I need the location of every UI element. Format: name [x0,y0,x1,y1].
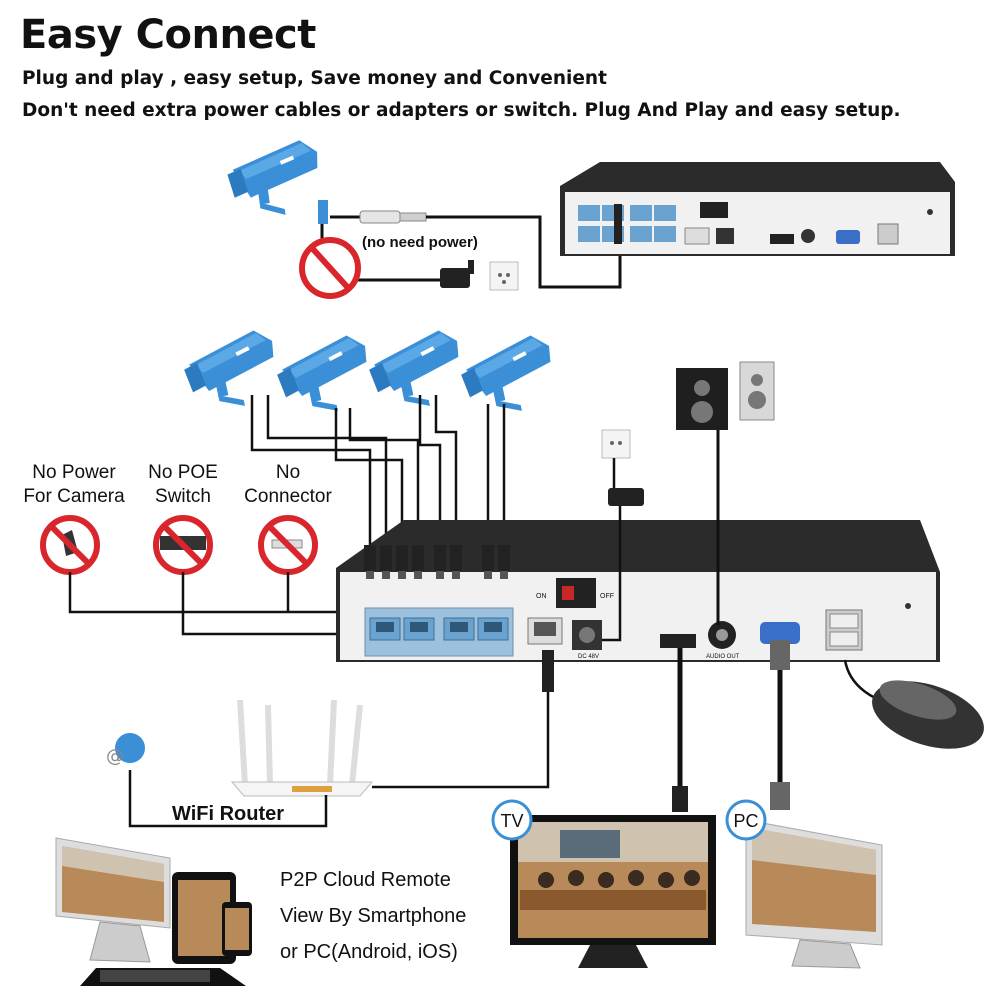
svg-text:PC: PC [733,811,758,831]
subtitle-1: Plug and play , easy setup, Save money a… [22,68,607,89]
top-no-power-icon [299,237,361,299]
tv-monitor [510,815,716,968]
svg-text:OFF: OFF [600,593,614,600]
top-nvr [560,162,955,256]
no-connector-line1: No [276,462,300,483]
mouse-icon [843,659,984,749]
middle-wall-outlet-icon [601,429,631,459]
no-connector-line2: Connector [244,486,332,507]
top-camera-cable-end [318,200,328,224]
svg-text:DC 48V: DC 48V [578,654,599,660]
pc-monitor [745,819,883,969]
remote-line1: P2P Cloud Remote [280,869,451,891]
camera-cables [250,395,506,545]
rj45-plugs [364,545,510,579]
no-power-prohibit-icon [40,515,100,575]
svg-text:AUDIO OUT: AUDIO OUT [706,654,740,660]
rj45-coupler [359,210,427,224]
top-camera [224,138,326,223]
no-poe-line2: Switch [155,486,211,507]
main-nvr: ON OFF DC 48V AUDIO OUT [336,520,940,662]
no-power-line1: No Power [32,462,116,483]
no-power-line2: For Camera [23,486,125,507]
camera-2 [272,332,378,422]
camera-4 [456,332,562,422]
no-connector-prohibit-icon [258,515,318,575]
svg-text:ON: ON [536,593,547,600]
tv-badge: TV [491,799,533,841]
remote-devices-icon [55,837,252,986]
subtitle-2: Don't need extra power cables or adapter… [22,100,901,121]
remote-line2: View By Smartphone [280,905,466,927]
page-title: Easy Connect [20,12,316,58]
remote-line3: or PC(Android, iOS) [280,941,458,963]
camera-3 [364,327,470,417]
svg-text:@: @ [106,746,124,767]
middle-power-adapter-icon [608,488,644,506]
speakers-icon [676,361,775,430]
no-poe-switch-prohibit-icon [153,515,213,575]
no-power-label: (no need power) [362,234,478,251]
wall-outlet-icon [489,261,519,291]
svg-text:TV: TV [500,811,523,831]
power-adapter-icon [440,260,474,288]
internet-globe-icon: @ [106,733,145,767]
no-poe-line1: No POE [148,462,218,483]
router-label: WiFi Router [172,803,284,825]
wifi-router-icon [230,699,374,797]
pc-badge: PC [725,799,767,841]
